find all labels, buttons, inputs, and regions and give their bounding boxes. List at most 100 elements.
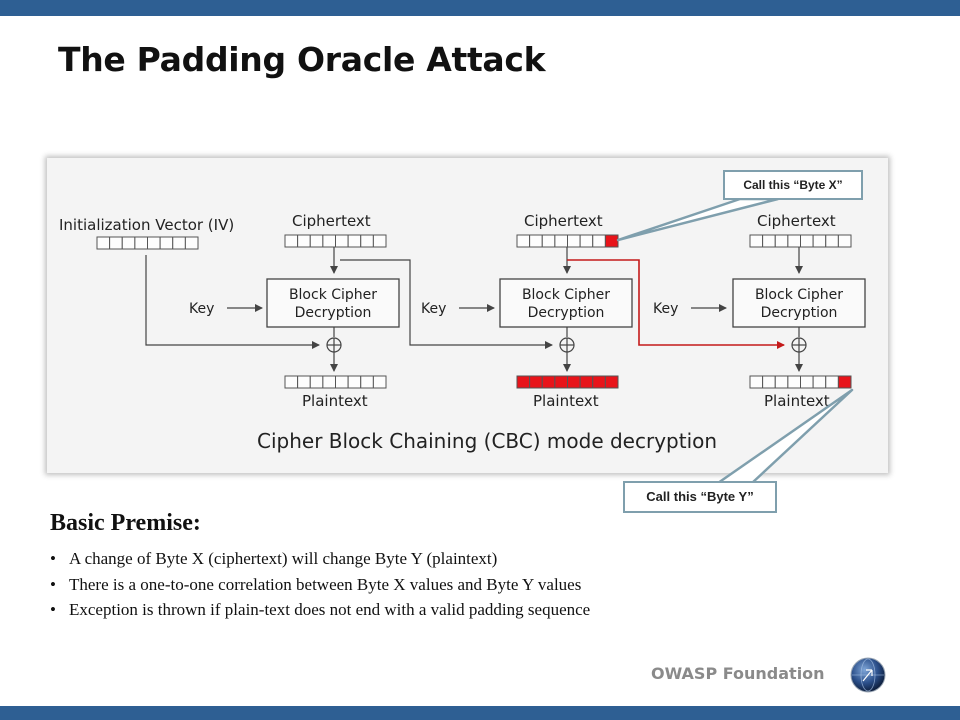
plaintext-bytes-1 — [284, 375, 387, 389]
byte-cell — [592, 375, 606, 389]
byte-cell — [335, 234, 349, 248]
block-cipher-label-2a: Block Cipher — [522, 287, 610, 303]
iv-bytes — [96, 236, 199, 250]
byte-cell — [335, 375, 349, 389]
owasp-globe-icon — [850, 657, 886, 693]
byte-cell — [184, 236, 199, 250]
premise-bullet: •A change of Byte X (ciphertext) will ch… — [50, 549, 498, 568]
premise-heading: Basic Premise: — [50, 510, 201, 536]
byte-cell — [322, 234, 336, 248]
byte-cell — [787, 375, 801, 389]
byte-cell — [529, 234, 543, 248]
byte-cell — [372, 375, 387, 389]
ciphertext-label-1: Ciphertext — [292, 212, 371, 230]
byte-cell — [134, 236, 148, 250]
byte-cell — [347, 234, 362, 248]
ciphertext-label-3: Ciphertext — [757, 212, 836, 230]
byte-cell — [541, 375, 556, 389]
slide-title: The Padding Oracle Attack — [58, 40, 546, 79]
byte-cell — [800, 375, 814, 389]
byte-cell — [309, 234, 324, 248]
byte-cell — [774, 234, 789, 248]
premise-bullet: •Exception is thrown if plain-text does … — [50, 600, 591, 619]
key-label-1: Key — [189, 301, 214, 317]
byte-cell — [812, 234, 827, 248]
plaintext-label-3: Plaintext — [764, 392, 830, 410]
byte-cell — [774, 375, 789, 389]
byte-cell — [825, 234, 839, 248]
ciphertext-label-2: Ciphertext — [524, 212, 603, 230]
byte-cell — [749, 234, 764, 248]
byte-cell — [800, 234, 814, 248]
byte-cell — [529, 375, 543, 389]
key-label-2: Key — [421, 301, 446, 317]
byte-cell — [749, 375, 764, 389]
byte-cell — [837, 234, 852, 248]
byte-cell — [147, 236, 161, 250]
byte-cell — [554, 234, 568, 248]
top-bar — [0, 0, 960, 16]
block-cipher-box-2 — [499, 278, 633, 328]
byte-cell — [309, 375, 324, 389]
byte-cell — [347, 375, 362, 389]
byte-cell — [825, 375, 839, 389]
byte-cell — [567, 375, 581, 389]
footer-org-name: OWASP Foundation — [651, 664, 825, 683]
byte-y-callout: Call this “Byte Y” — [623, 481, 777, 513]
plaintext-label-1: Plaintext — [302, 392, 368, 410]
byte-cell — [297, 234, 311, 248]
byte-cell — [516, 234, 531, 248]
byte-cell — [604, 375, 619, 389]
byte-cell — [284, 234, 299, 248]
block-cipher-box-3 — [732, 278, 866, 328]
byte-x-callout: Call this “Byte X” — [723, 170, 863, 200]
cbc-diagram-canvas: Initialization Vector (IV) Ciphertext Bl… — [59, 212, 866, 453]
byte-cell — [837, 375, 852, 389]
plaintext-bytes-3 — [749, 375, 852, 389]
byte-cell — [604, 234, 619, 248]
plaintext-label-2: Plaintext — [533, 392, 599, 410]
byte-cell — [762, 375, 776, 389]
ciphertext-bytes-2 — [516, 234, 619, 248]
byte-x-to-byte-y-path — [567, 259, 785, 349]
byte-cell — [541, 234, 556, 248]
byte-cell — [592, 234, 606, 248]
block-cipher-label-1b: Decryption — [295, 305, 372, 321]
byte-cell — [762, 234, 776, 248]
byte-cell — [322, 375, 336, 389]
byte-cell — [812, 375, 827, 389]
plaintext-bytes-2 — [516, 375, 619, 389]
byte-cell — [121, 236, 136, 250]
key-label-3: Key — [653, 301, 678, 317]
bottom-bar — [0, 706, 960, 720]
block-cipher-box-1 — [266, 278, 400, 328]
byte-cell — [787, 234, 801, 248]
byte-cell — [109, 236, 123, 250]
byte-cell — [516, 375, 531, 389]
xor-1 — [326, 337, 342, 353]
byte-cell — [96, 236, 111, 250]
diagram-caption: Cipher Block Chaining (CBC) mode decrypt… — [257, 429, 717, 453]
byte-cell — [372, 234, 387, 248]
byte-cell — [284, 375, 299, 389]
byte-cell — [360, 234, 374, 248]
cbc-diagram: Initialization Vector (IV) Ciphertext Bl… — [47, 158, 888, 473]
iv-label: Initialization Vector (IV) — [59, 216, 234, 234]
byte-cell — [297, 375, 311, 389]
block-cipher-label-1a: Block Cipher — [289, 287, 377, 303]
byte-cell — [172, 236, 186, 250]
xor-2 — [559, 337, 575, 353]
block-cipher-label-3a: Block Cipher — [755, 287, 843, 303]
byte-cell — [159, 236, 174, 250]
byte-cell — [360, 375, 374, 389]
byte-cell — [567, 234, 581, 248]
xor-3 — [791, 337, 807, 353]
block-cipher-label-2b: Decryption — [528, 305, 605, 321]
ciphertext-bytes-3 — [749, 234, 852, 248]
premise-bullets: •A change of Byte X (ciphertext) will ch… — [50, 546, 590, 623]
block-cipher-label-3b: Decryption — [761, 305, 838, 321]
ciphertext-bytes-1 — [284, 234, 387, 248]
byte-cell — [554, 375, 568, 389]
byte-cell — [579, 375, 594, 389]
premise-bullet: •There is a one-to-one correlation betwe… — [50, 574, 582, 594]
